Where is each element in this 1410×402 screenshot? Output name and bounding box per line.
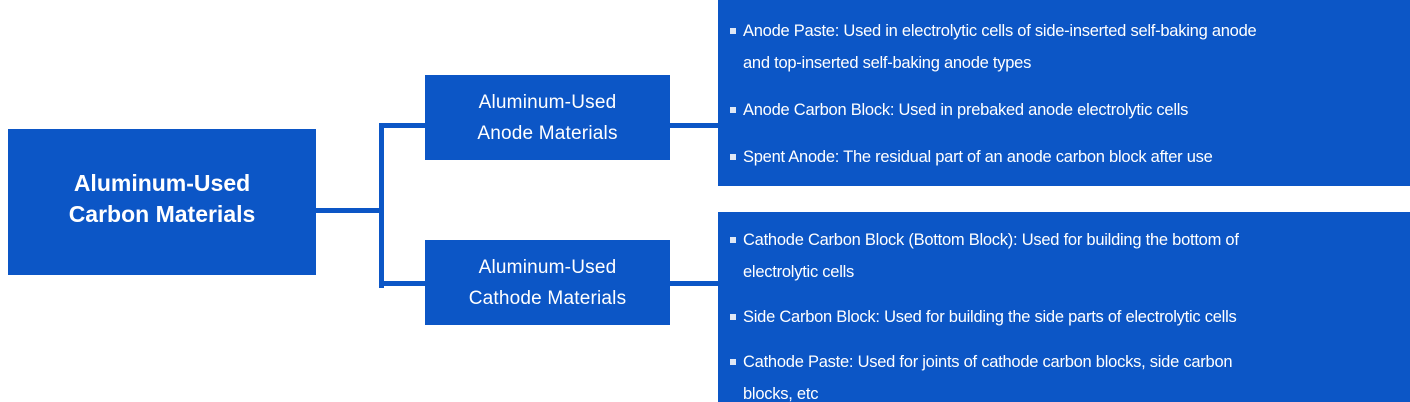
list-item-text: Side Carbon Block: Used for building the…	[743, 308, 1237, 326]
list-item-text: Cathode Carbon Block (Bottom Block): Use…	[743, 231, 1239, 281]
list-item-anode-paste: Anode Paste: Used in electrolytic cells …	[718, 15, 1386, 79]
bullet-square-icon	[730, 28, 736, 34]
bullet-square-icon	[730, 107, 736, 113]
branch-node-cathode-materials: Aluminum-Used Cathode Materials	[425, 240, 670, 325]
list-item-text: Anode Paste: Used in electrolytic cells …	[743, 22, 1257, 72]
connector-trunk-vertical	[379, 123, 384, 288]
list-item-text: Spent Anode: The residual part of an ano…	[743, 148, 1213, 166]
details-panel-cathode: Cathode Carbon Block (Bottom Block): Use…	[718, 212, 1410, 402]
anode-bullet-list: Anode Paste: Used in electrolytic cells …	[718, 15, 1386, 173]
connector-cathode-to-details	[670, 281, 718, 286]
connector-anode-to-details	[670, 123, 718, 128]
list-item-anode-carbon-block: Anode Carbon Block: Used in prebaked ano…	[718, 94, 1386, 126]
bullet-square-icon	[730, 237, 736, 243]
list-item-cathode-paste: Cathode Paste: Used for joints of cathod…	[718, 346, 1386, 402]
details-panel-anode: Anode Paste: Used in electrolytic cells …	[718, 0, 1410, 186]
connector-branch-anode	[383, 123, 425, 128]
list-item-text: Cathode Paste: Used for joints of cathod…	[743, 353, 1233, 402]
bullet-square-icon	[730, 359, 736, 365]
list-item-side-carbon-block: Side Carbon Block: Used for building the…	[718, 301, 1386, 333]
root-node-aluminum-used-carbon-materials: Aluminum-Used Carbon Materials	[8, 129, 316, 275]
connector-branch-cathode	[383, 281, 425, 286]
connector-root-horizontal	[316, 208, 380, 213]
list-item-spent-anode: Spent Anode: The residual part of an ano…	[718, 141, 1386, 173]
bullet-square-icon	[730, 154, 736, 160]
cathode-bullet-list: Cathode Carbon Block (Bottom Block): Use…	[718, 224, 1386, 402]
bullet-square-icon	[730, 314, 736, 320]
branch-node-anode-materials: Aluminum-Used Anode Materials	[425, 75, 670, 160]
list-item-text: Anode Carbon Block: Used in prebaked ano…	[743, 101, 1189, 119]
list-item-cathode-carbon-block: Cathode Carbon Block (Bottom Block): Use…	[718, 224, 1386, 288]
